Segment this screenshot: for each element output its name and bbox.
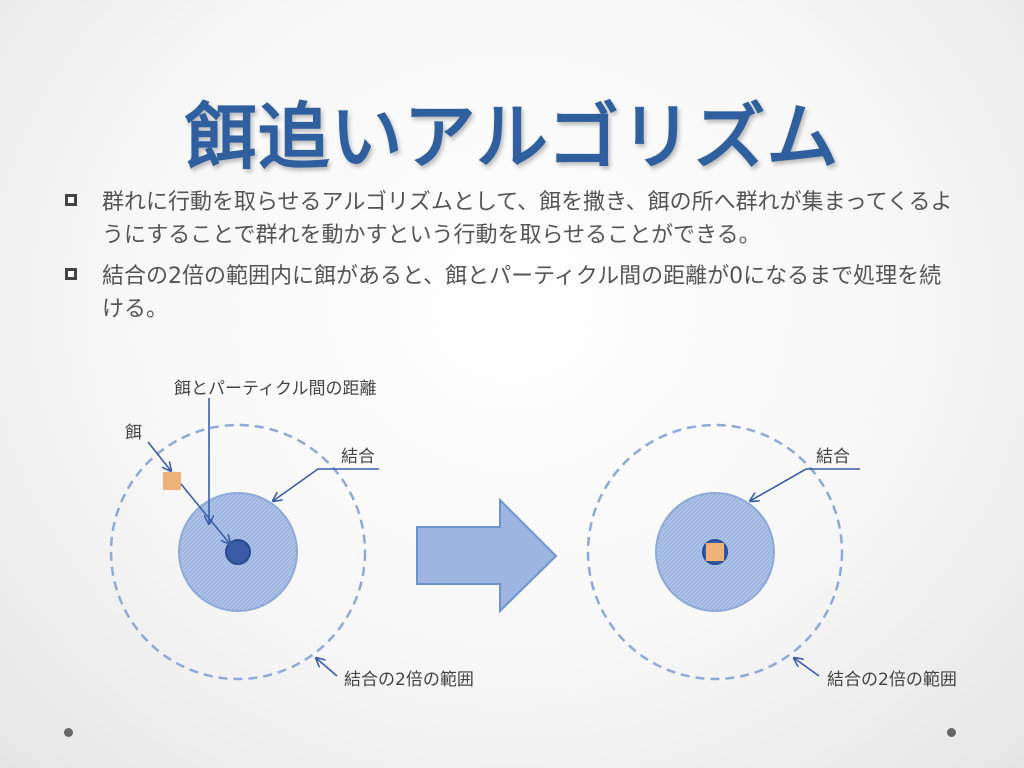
food-label: 餌 xyxy=(125,423,142,443)
transition-arrow xyxy=(416,497,558,614)
food xyxy=(706,543,724,561)
double-range-label: 結合の2倍の範囲 xyxy=(344,670,474,690)
bullet-text: 結合の2倍の範囲内に餌があると、餌とパーティクル間の距離が0になるまで処理を続け… xyxy=(102,264,942,322)
right-diagram: 結合 結合の2倍の範囲 xyxy=(586,423,957,690)
double-cohesion-range-circle xyxy=(109,423,367,681)
square-bullet-icon xyxy=(65,194,77,206)
double-range-label: 結合の2倍の範囲 xyxy=(827,670,957,690)
bullet-text: 群れに行動を取らせるアルゴリズムとして、餌を撒き、餌の所へ群れが集まってくるよう… xyxy=(102,190,953,248)
double-range-label-arrow xyxy=(794,658,820,677)
food xyxy=(163,472,181,490)
left-diagram: 餌とパーティクル間の距離 餌 結合 結合の2倍の範囲 xyxy=(109,379,474,690)
distance-line xyxy=(180,483,230,544)
distance-label: 餌とパーティクル間の距離 xyxy=(174,379,376,399)
bullet-item: 結合の2倍の範囲内に餌があると、餌とパーティクル間の距離が0になるまで処理を続け… xyxy=(62,260,962,326)
cohesion-label-arrow xyxy=(273,468,379,501)
bullet-item: 群れに行動を取らせるアルゴリズムとして、餌を撒き、餌の所へ群れが集まってくるよう… xyxy=(62,186,962,252)
cohesion-label-arrow xyxy=(750,468,860,501)
bullet-list: 群れに行動を取らせるアルゴリズムとして、餌を撒き、餌の所へ群れが集まってくるよう… xyxy=(62,186,962,334)
double-cohesion-range-circle xyxy=(586,423,844,681)
particle xyxy=(225,539,251,565)
cohesion-label: 結合 xyxy=(816,447,850,467)
square-bullet-icon xyxy=(65,268,77,280)
slide-title: 餌追いアルゴリズム xyxy=(184,95,840,179)
food-label-arrow xyxy=(147,441,171,471)
cohesion-label: 結合 xyxy=(341,447,375,467)
corner-dot-left xyxy=(64,728,73,737)
double-range-label-arrow xyxy=(316,658,338,677)
corner-dot-right xyxy=(947,728,956,737)
